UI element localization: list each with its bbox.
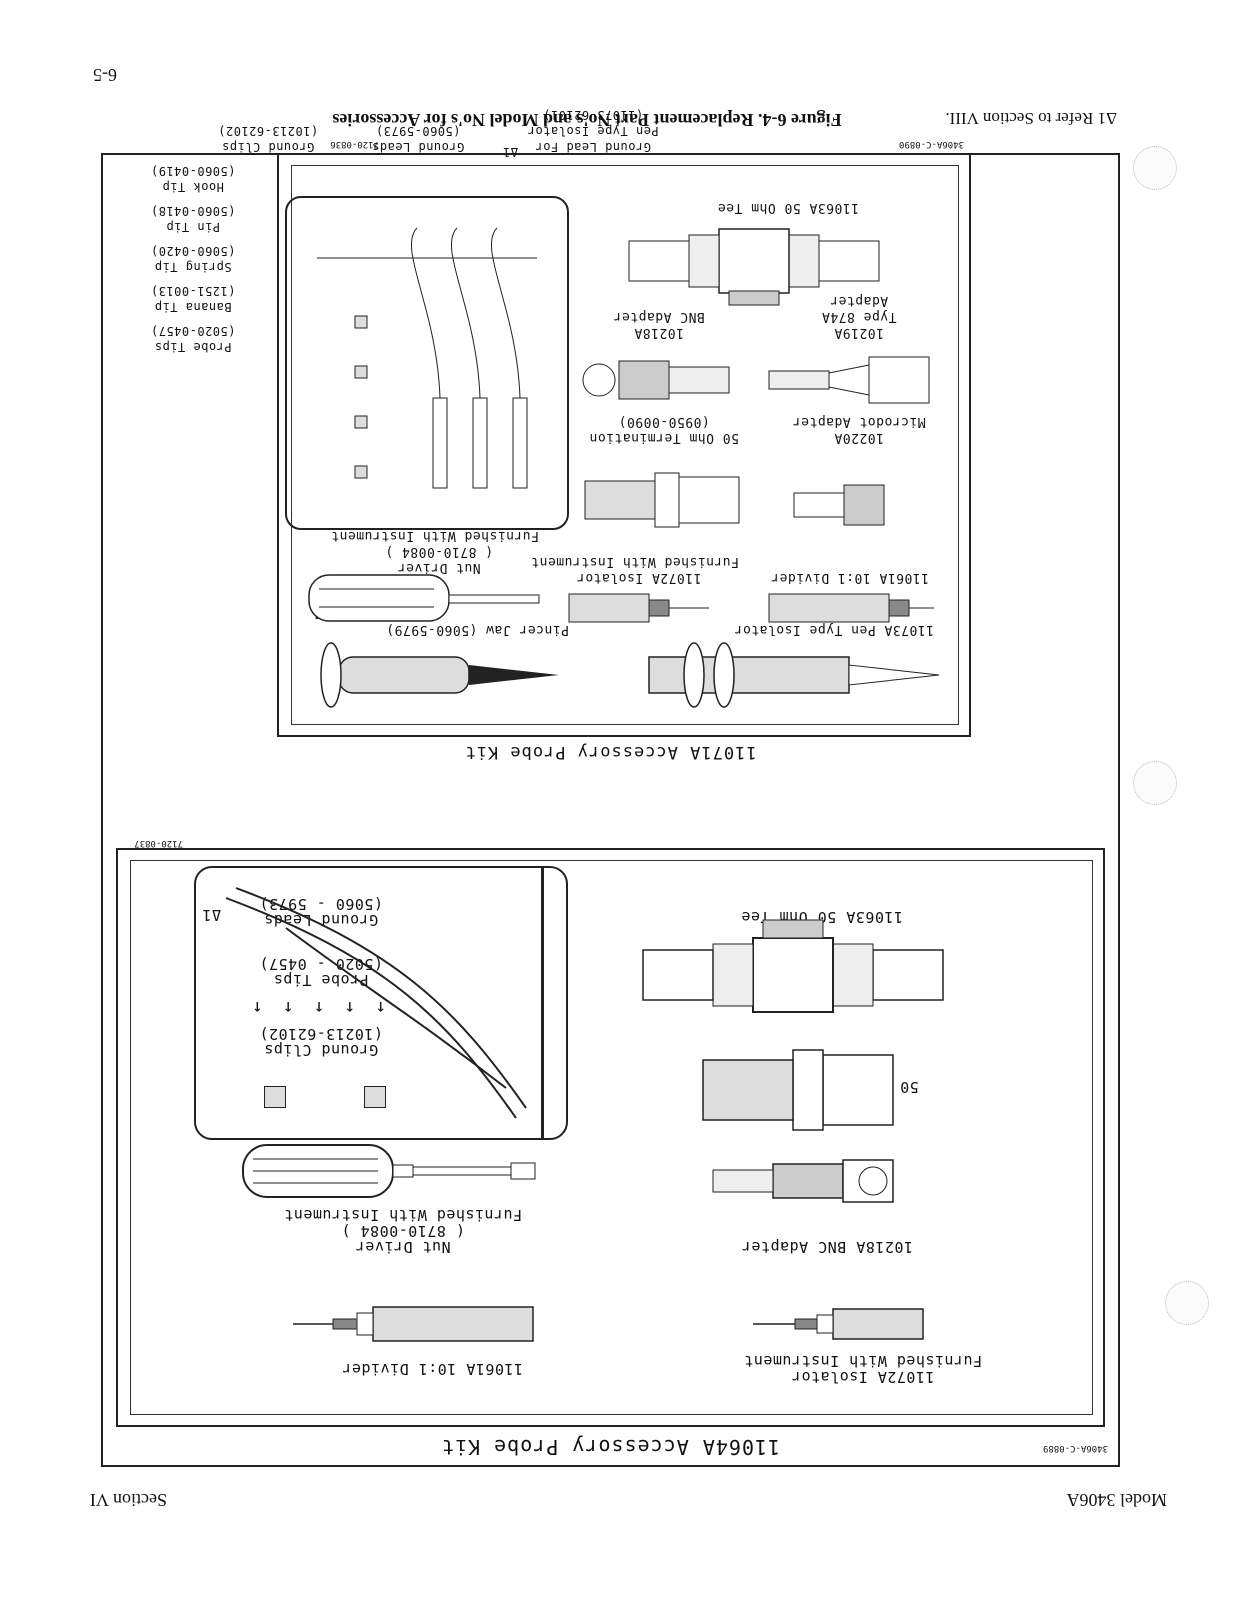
bnc-model: 10218A [634,325,684,340]
figure-caption: Figure 6-4. Replacement Part No's and Mo… [332,110,842,130]
pen-isolator-icon [648,642,940,708]
isolator-note: Furnished With Instrument [530,554,739,569]
banana-tip-callout: Banana Tip (1251-0013) [118,283,268,315]
kit-11064a-isolator-label: 11072A Isolator Furnished With Instrumen… [733,1352,993,1386]
kit-11071a-title: 11071A Accessory Probe Kit [464,742,757,762]
nut-driver-part: ( 8710-0084 ) [384,544,494,559]
spring-tip-name: Spring Tip [154,260,232,274]
spring-tip-part: (5060-0420) [150,244,236,258]
isolator-name: 11072A Isolator [791,1368,935,1386]
kit-11071a-tee-label: 11063A 50 Ohm Tee [717,200,859,215]
pin-tip-part: (5060-0418) [150,204,236,218]
isolator-probe-icon [568,593,709,623]
divider-probe-icon [293,1306,534,1342]
kit-11064a-pouch: Ground Clips (10213-62102) Probe Tips (5… [194,866,568,1140]
microdot-adapter-label: 10220A Microdot Adapter [789,413,929,445]
pouch-edge [541,868,566,1138]
termination-part: (0950-0090) [618,414,710,429]
figure-footnote: Δ1 Refer to Section VIII. [945,109,1117,128]
kit-11064a-drawing-no: 7120-0837 [134,838,183,848]
figure-frame: 11064A Accessory Probe Kit 7120-0837 340… [101,108,1120,1467]
probe-tips-name: Probe Tips [154,340,232,354]
probe-tips-callout: Probe Tips (5020-0457) [118,323,268,355]
kit-11064a-fig-no: 3406A-C-0889 [1042,1443,1108,1453]
kit-11071a-ground-leads-note: Δ1 [502,145,518,159]
spring-tip-callout: Spring Tip (5060-0420) [118,243,268,275]
microdot-name: Microdot Adapter [792,414,926,429]
binder-hole-middle [1133,761,1177,805]
termination-name: 50 Ohm Termination [589,430,739,445]
kit-11064a-nut-driver-label: Nut Driver ( 8710-0084 ) Furnished With … [263,1206,543,1256]
type-874a-name: Type 874A [821,309,897,324]
ground-leads-name: Ground Leads [371,140,465,154]
tee-icon [628,228,880,306]
nut-driver-icon [242,1144,536,1198]
binder-hole-bottom [1133,146,1177,190]
kit-11071a-divider-label: 11061A 10:1 Divider [770,570,929,585]
kit-11071a-bnc-label: 10218A BNC Adapter [589,308,729,340]
nut-driver-note: Furnished With Instrument [283,1206,523,1224]
kit-11064a-title: 11064A Accessory Probe Kit [440,1435,781,1459]
kit-11064a-panel: 7120-0837 3406A-C-0889 11061A 10:1 Divid… [116,838,1108,1453]
binder-hole-top [1165,1281,1209,1325]
hook-tip-part: (5060-0419) [150,164,236,178]
kit-11071a-pouch [285,196,569,530]
bnc-name: BNC Adapter [613,309,705,324]
hook-tip-callout: Hook Tip (5060-0419) [118,163,268,195]
hook-tip-name: Hook Tip [162,180,224,194]
probe-tips-part: (5020-0457) [150,324,236,338]
isolator-note: Furnished With Instrument [743,1352,983,1370]
kit-11071a-termination-label: 50 Ohm Termination (0950-0090) [564,413,764,445]
ground-lead-cable-icon [225,887,527,1119]
type-874a-adapter-icon [768,356,930,404]
kit-11071a-isolator-label: 11072A Isolator Furnished With Instrumen… [530,553,739,585]
type-874a-model: 10219A [834,325,884,340]
bnc-adapter-icon [582,360,730,400]
kit-11071a-panel: 7120-0836 3406A-C-0890 Pincer Jaw (5060-… [277,139,971,737]
nut-driver-name: Nut Driver [355,1238,451,1256]
kit-11071a-fig-no: 3406A-C-0890 [898,139,964,149]
pin-tip-name: Pin Tip [165,220,221,234]
termination-icon [702,1049,894,1131]
page-number: 6-5 [93,65,117,85]
ground-clips-name: Ground Clips [221,140,315,154]
banana-tip-part: (1251-0013) [150,284,236,298]
nut-driver-part: ( 8710-0084 ) [341,1222,465,1240]
isolator-probe-icon [753,1308,924,1340]
isolator-name: 11072A Isolator [576,570,702,585]
banana-tip-name: Banana Tip [154,300,232,314]
pin-tip-callout: Pin Tip (5060-0418) [118,203,268,235]
kit-11071a-pouch-contents [317,227,537,489]
ground-lead-pen-name: Ground Lead For [535,140,651,154]
termination-icon [584,472,740,528]
divider-probe-icon [768,593,934,623]
kit-11064a-divider-label: 11061A 10:1 Divider [341,1360,523,1378]
microdot-adapter-icon [793,484,885,526]
model-header: Model 3406A [1066,1490,1168,1510]
microdot-model: 10220A [834,430,884,445]
section-header: Section VI [89,1490,167,1510]
tee-icon [642,919,944,1013]
nut-driver-icon [308,574,540,622]
kit-11064a-bnc-label: 10218A BNC Adapter [741,1238,913,1256]
pincer-jaw-icon [320,642,559,708]
bnc-adapter-icon [712,1159,894,1203]
